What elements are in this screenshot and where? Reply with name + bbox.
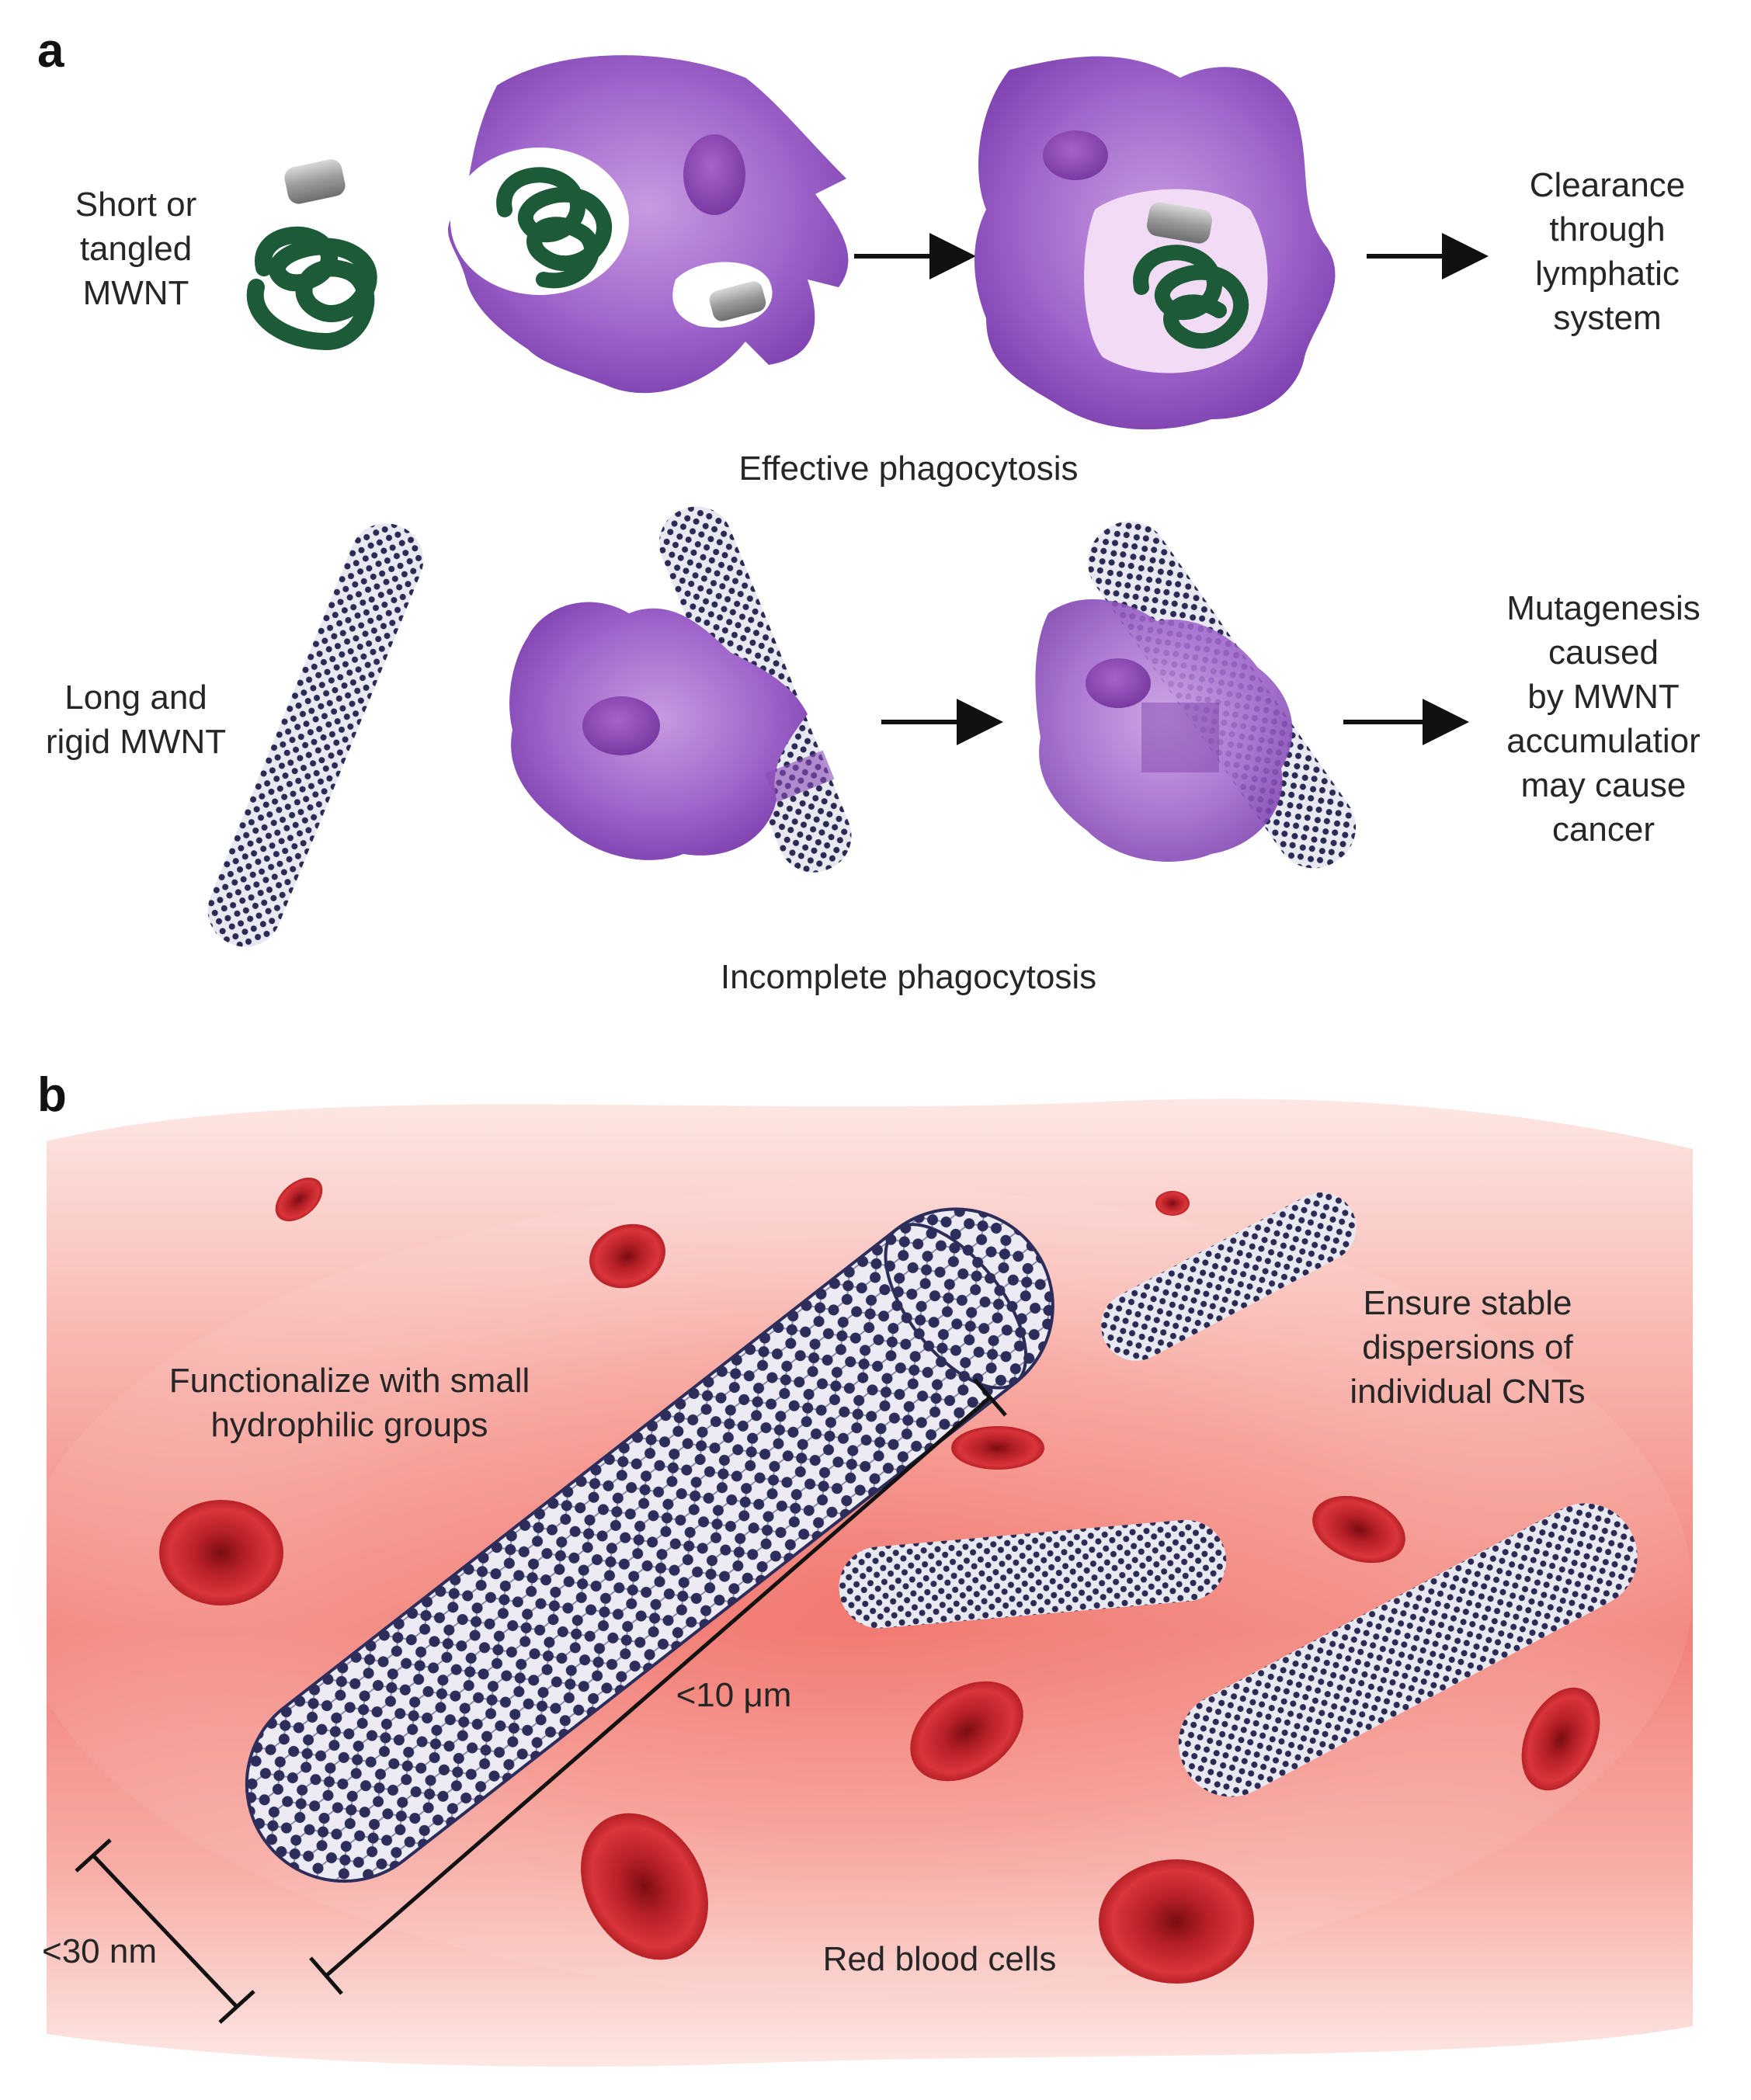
label-line: cancer xyxy=(1551,810,1655,849)
short-tangled-mwnt-label: Short or tangled MWNT xyxy=(47,182,225,315)
functionalize-label: Functionalize with small hydrophilic gro… xyxy=(124,1359,575,1447)
tangled-mwnt-digested xyxy=(1133,245,1249,349)
long-rigid-mwnt-label: Long and rigid MWNT xyxy=(23,675,248,764)
clearance-outcome-label: Clearance through lymphatic system xyxy=(1483,163,1732,340)
label-line: lymphatic xyxy=(1535,255,1680,293)
dispersion-label: Ensure stable dispersions of individual … xyxy=(1305,1281,1631,1414)
diameter-label: <30 nm xyxy=(42,1932,157,1970)
red-blood-cell xyxy=(1099,1859,1254,1984)
red-blood-cell xyxy=(275,1177,323,1222)
label-line: through xyxy=(1549,210,1666,248)
short-mwnt-engulfed xyxy=(709,281,766,321)
length-dimension xyxy=(309,1378,1007,1995)
nucleus xyxy=(1086,658,1151,708)
label-line: Clearance xyxy=(1529,166,1686,204)
label-line: rigid MWNT xyxy=(45,723,227,761)
dispersed-cnt xyxy=(1178,1503,1638,1797)
length-label: <10 μm xyxy=(676,1676,792,1714)
macrophage-incomplete-1 xyxy=(509,506,852,873)
functionalized-cnt xyxy=(245,1207,1054,1883)
label-line: Functionalize with small xyxy=(168,1362,530,1400)
nucleus xyxy=(1043,130,1108,180)
label-line: Short or xyxy=(75,186,197,224)
diameter-dimension xyxy=(75,1838,255,2024)
label-line: by MWNT xyxy=(1527,678,1680,716)
label-line: tangled xyxy=(79,230,193,268)
red-blood-cell xyxy=(1521,1687,1600,1791)
red-blood-cells xyxy=(159,1177,1600,1984)
long-rigid-mwnt-free xyxy=(207,523,424,947)
red-blood-cell xyxy=(159,1500,283,1605)
tangled-mwnt-engulfed xyxy=(496,167,612,289)
effective-phagocytosis-caption: Effective phagocytosis xyxy=(738,450,1079,488)
short-mwnt-digested xyxy=(1147,202,1212,244)
mutagenesis-outcome-label: Mutagenesis caused by MWNT accumulatior … xyxy=(1468,586,1739,852)
macrophage-engulfing xyxy=(448,55,849,394)
label-line: Mutagenesis xyxy=(1506,589,1701,627)
red-blood-cell xyxy=(951,1426,1044,1470)
panel-a-letter: a xyxy=(37,24,64,78)
label-line: individual CNTs xyxy=(1350,1373,1586,1411)
label-line: MWNT xyxy=(82,274,189,312)
label-line: Ensure stable xyxy=(1363,1284,1572,1322)
label-line: dispersions of xyxy=(1362,1328,1573,1366)
macrophage-incomplete-2 xyxy=(1035,521,1357,869)
incomplete-phagocytosis-caption: Incomplete phagocytosis xyxy=(720,958,1097,996)
label-line: accumulatior xyxy=(1506,722,1701,760)
tangled-mwnt-free xyxy=(246,226,377,351)
red-blood-cell xyxy=(581,1813,708,1960)
label-line: may cause xyxy=(1520,766,1687,804)
label-line: caused xyxy=(1548,633,1659,672)
red-blood-cells-label: Red blood cells xyxy=(822,1940,1057,1978)
dispersed-cnt xyxy=(839,1519,1227,1629)
label-line: hydrophilic groups xyxy=(210,1406,488,1444)
panel-b-letter: b xyxy=(37,1068,67,1122)
red-blood-cell xyxy=(910,1681,1023,1782)
short-mwnt-free xyxy=(284,159,346,204)
red-blood-cell xyxy=(1155,1191,1190,1216)
red-blood-cell xyxy=(589,1224,665,1289)
macrophage-digesting xyxy=(975,56,1336,430)
nucleus xyxy=(582,696,660,755)
dispersed-cnt xyxy=(1101,1192,1357,1361)
red-blood-cell xyxy=(1312,1495,1405,1564)
label-line: Long and xyxy=(64,679,207,717)
nucleus xyxy=(683,134,745,215)
label-line: system xyxy=(1553,299,1662,337)
